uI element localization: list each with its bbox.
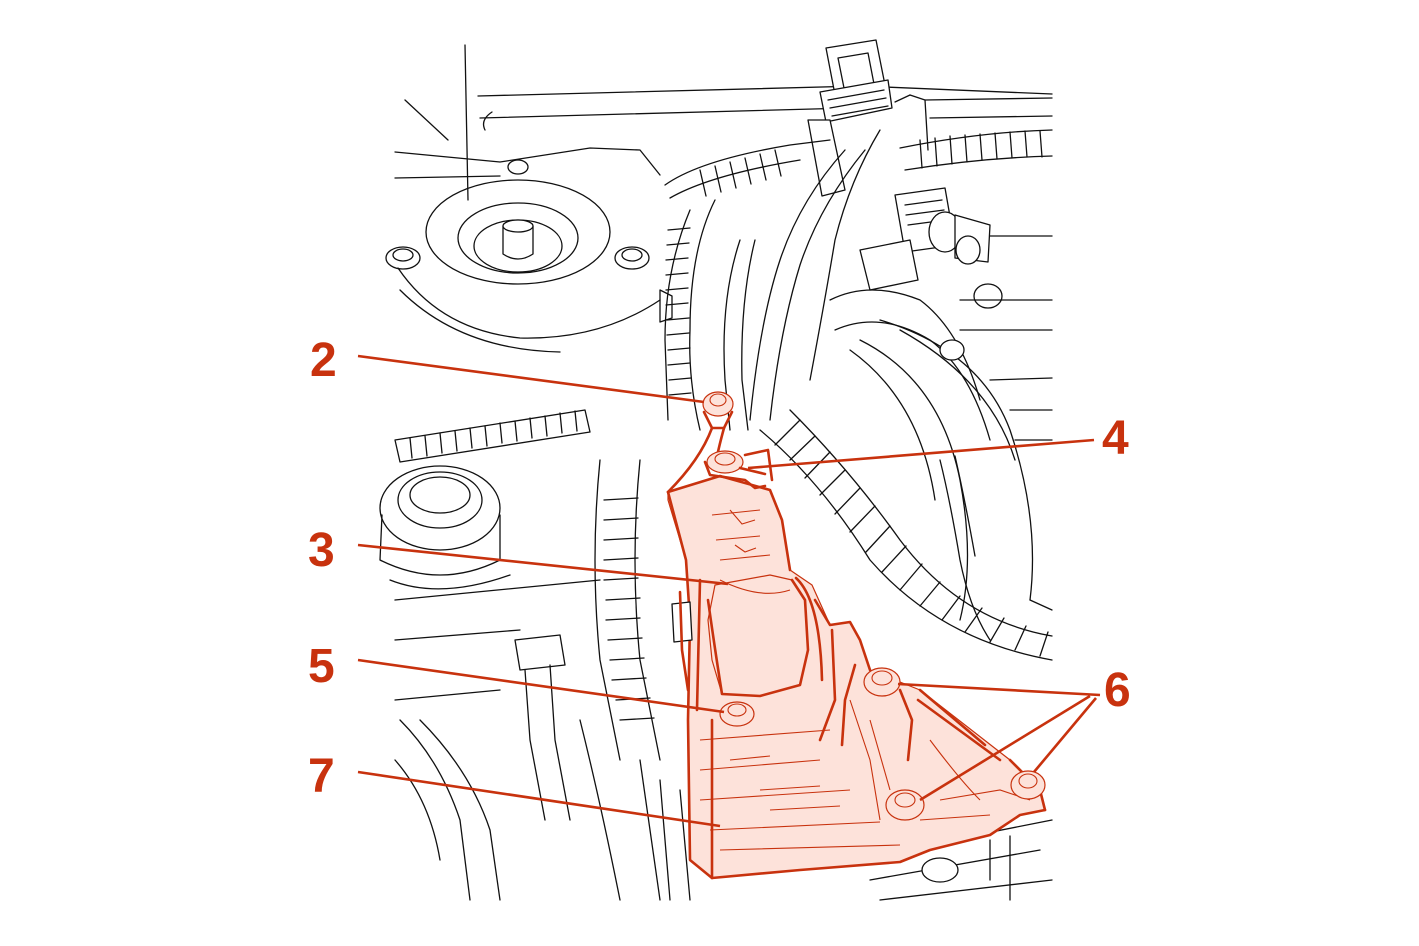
mount-bracket-outline	[666, 474, 792, 572]
callout-6: 6	[1104, 664, 1131, 717]
lower-structure	[659, 779, 1053, 901]
leader-6b	[919, 694, 1091, 802]
callout-7: 7	[308, 750, 335, 803]
callout-4: 4	[1102, 412, 1129, 465]
bolt-6b	[885, 789, 925, 821]
leader-6c	[1033, 697, 1097, 773]
leader-lines	[357, 354, 1101, 828]
pipe-bracket-4	[703, 448, 774, 490]
engine-mount-assembly	[666, 391, 1047, 880]
electrical-connectors	[807, 39, 1053, 291]
callout-2: 2	[310, 334, 337, 387]
engine-bay-line-art	[379, 39, 1053, 901]
callout-5: 5	[308, 640, 335, 693]
callout-labels: 2 3 4 5 6 7	[308, 334, 1131, 803]
leader-2	[357, 354, 705, 404]
leader-3	[357, 543, 729, 586]
bolt-5	[719, 701, 755, 727]
wiring-harness-upper	[664, 94, 1053, 441]
leader-7	[357, 770, 721, 828]
leader-6a	[897, 682, 1101, 697]
transmission-housing	[849, 283, 1053, 641]
bolt-6c	[1010, 770, 1046, 800]
strut-tower	[385, 159, 673, 353]
leader-4	[747, 438, 1095, 470]
callout-3: 3	[308, 524, 335, 577]
fluid-reservoir	[379, 409, 661, 901]
rubber-isolator	[707, 574, 809, 697]
bolt-6a	[863, 667, 901, 697]
leader-5	[357, 658, 725, 714]
